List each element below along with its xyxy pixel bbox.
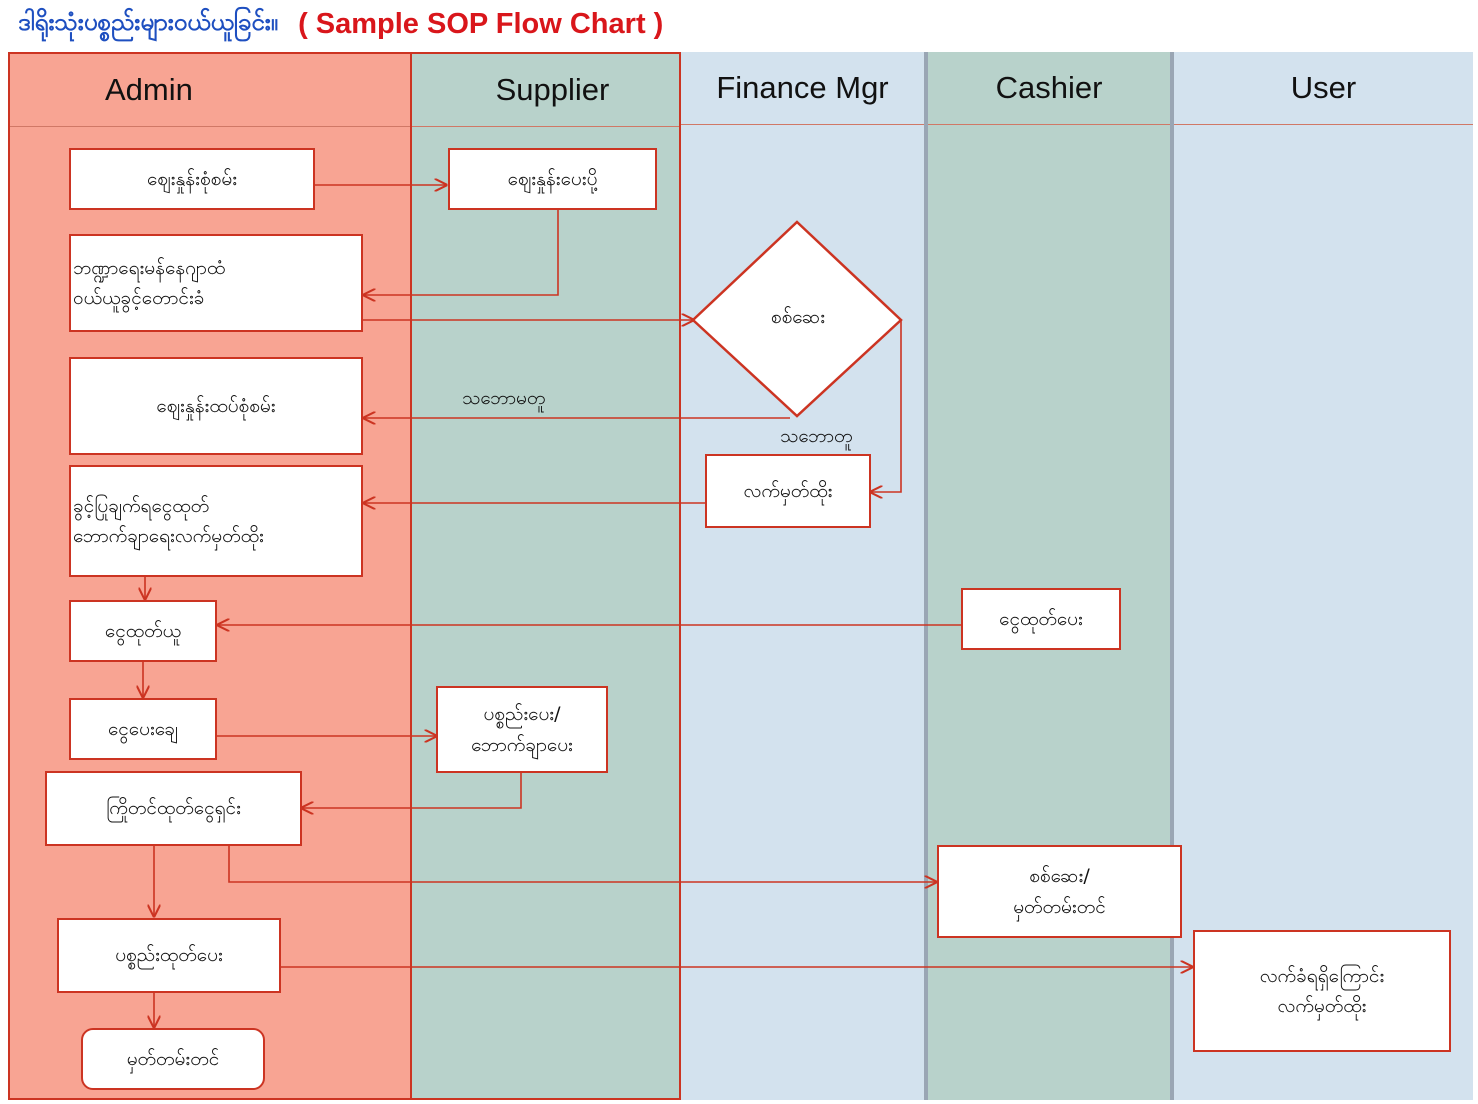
node-label: ငွေပေးချေ: [107, 717, 179, 740]
node-label: ပစ္စည်းထုတ်ပေး: [115, 944, 223, 967]
node-sign-finance: လက်မှတ်ထိုး: [705, 454, 871, 528]
title-myanmar: ဒါရိုးသုံးပစ္စည်းများဝယ်ယူခြင်း။: [18, 8, 279, 36]
node-label: ဈေးနှုန်းပေးပို့: [507, 167, 598, 190]
node-check-record: စစ်ဆေး/ မှတ်တမ်းတင်: [937, 845, 1182, 938]
label-not-approved: သဘောမတူ: [462, 387, 546, 409]
node-requote: ဈေးနှုန်းထပ်စုံစမ်း: [69, 357, 363, 455]
node-settle-advance: ကြိုတင်ထုတ်ငွေရှင်း: [45, 771, 302, 846]
node-label-line1: လက်ခံရရှိကြောင်း: [1259, 964, 1385, 987]
chart-title: ဒါရိုးသုံးပစ္စည်းများဝယ်ယူခြင်း။ ( Sampl…: [18, 4, 663, 44]
lane-header-finance-mgr: Finance Mgr: [681, 52, 924, 125]
label-approved: သဘောတူ: [780, 425, 853, 447]
node-label: ဈေးနှုန်းထပ်စုံစမ်း: [156, 394, 276, 417]
edge-deliver-to-settle: [302, 772, 522, 808]
node-send-quote: ဈေးနှုန်းပေးပို့: [448, 148, 657, 210]
node-label-line2: ဝယ်ယူခွင့်တောင်းခံ: [73, 287, 205, 309]
node-label-line2: ဘောက်ချာရေးလက်မှတ်ထိုး: [73, 525, 264, 547]
node-budget-request: ဘဏ္ဍာရေးမန်နေဂျာထံ ဝယ်ယူခွင့်တောင်းခံ: [69, 234, 363, 332]
edge-settle-to-check: [228, 846, 936, 882]
review-diamond: [691, 220, 903, 418]
node-give-cash: ငွေထုတ်ပေး: [961, 588, 1121, 650]
node-deliver-goods: ပစ္စည်းပေး/ ဘောက်ချာပေး: [436, 686, 608, 773]
node-label: လက်မှတ်ထိုး: [743, 479, 833, 502]
edge-review-approved: [871, 320, 902, 492]
node-user-sign: လက်ခံရရှိကြောင်း လက်မှတ်ထိုး: [1193, 930, 1451, 1052]
node-label-line2: ဘောက်ချာပေး: [471, 733, 573, 756]
node-approval-sign: ခွင့်ပြုချက်ရငွေထုတ် ဘောက်ချာရေးလက်မှတ်ထ…: [69, 465, 363, 577]
lane-supplier: Supplier: [412, 52, 681, 1100]
node-label: စစ်ဆေး: [770, 306, 826, 328]
node-label-line1: စစ်ဆေး/: [1029, 865, 1090, 888]
node-label: မှတ်တမ်းတင်: [126, 1047, 220, 1070]
lane-header-cashier: Cashier: [928, 52, 1170, 125]
lane-finance-mgr: Finance Mgr: [681, 52, 925, 1100]
node-review: စစ်ဆေး: [695, 222, 901, 416]
lane-header-admin: Admin: [10, 54, 410, 127]
lane-header-supplier: Supplier: [412, 54, 679, 127]
node-label: ဈေးနှုန်းစုံစမ်း: [146, 167, 238, 190]
node-record: မှတ်တမ်းတင်: [81, 1028, 265, 1090]
lane-user: User: [1173, 52, 1473, 1100]
node-label-line1: ခွင့်ပြုချက်ရငွေထုတ်: [73, 494, 210, 517]
node-label-line1: ဘဏ္ဍာရေးမန်နေဂျာထံ: [73, 256, 226, 279]
node-label-line1: ပစ္စည်းပေး/: [483, 703, 561, 726]
node-label: ငွေထုတ်ပေး: [999, 607, 1083, 630]
title-english: ( Sample SOP Flow Chart ): [298, 7, 664, 40]
node-label: ကြိုတင်ထုတ်ငွေရှင်း: [106, 797, 241, 820]
node-label-line2: လက်မှတ်ထိုး: [1277, 995, 1367, 1017]
node-label: ငွေထုတ်ယူ: [104, 619, 182, 642]
lane-header-user: User: [1174, 52, 1473, 125]
node-withdraw-cash: ငွေထုတ်ယူ: [69, 600, 217, 662]
node-pay: ငွေပေးချေ: [69, 698, 217, 760]
edge-quote-to-request: [364, 210, 559, 295]
node-price-inquiry: ဈေးနှုန်းစုံစမ်း: [69, 148, 315, 210]
node-label-line2: မှတ်တမ်းတင်: [1013, 895, 1106, 918]
node-issue-goods: ပစ္စည်းထုတ်ပေး: [57, 918, 281, 993]
